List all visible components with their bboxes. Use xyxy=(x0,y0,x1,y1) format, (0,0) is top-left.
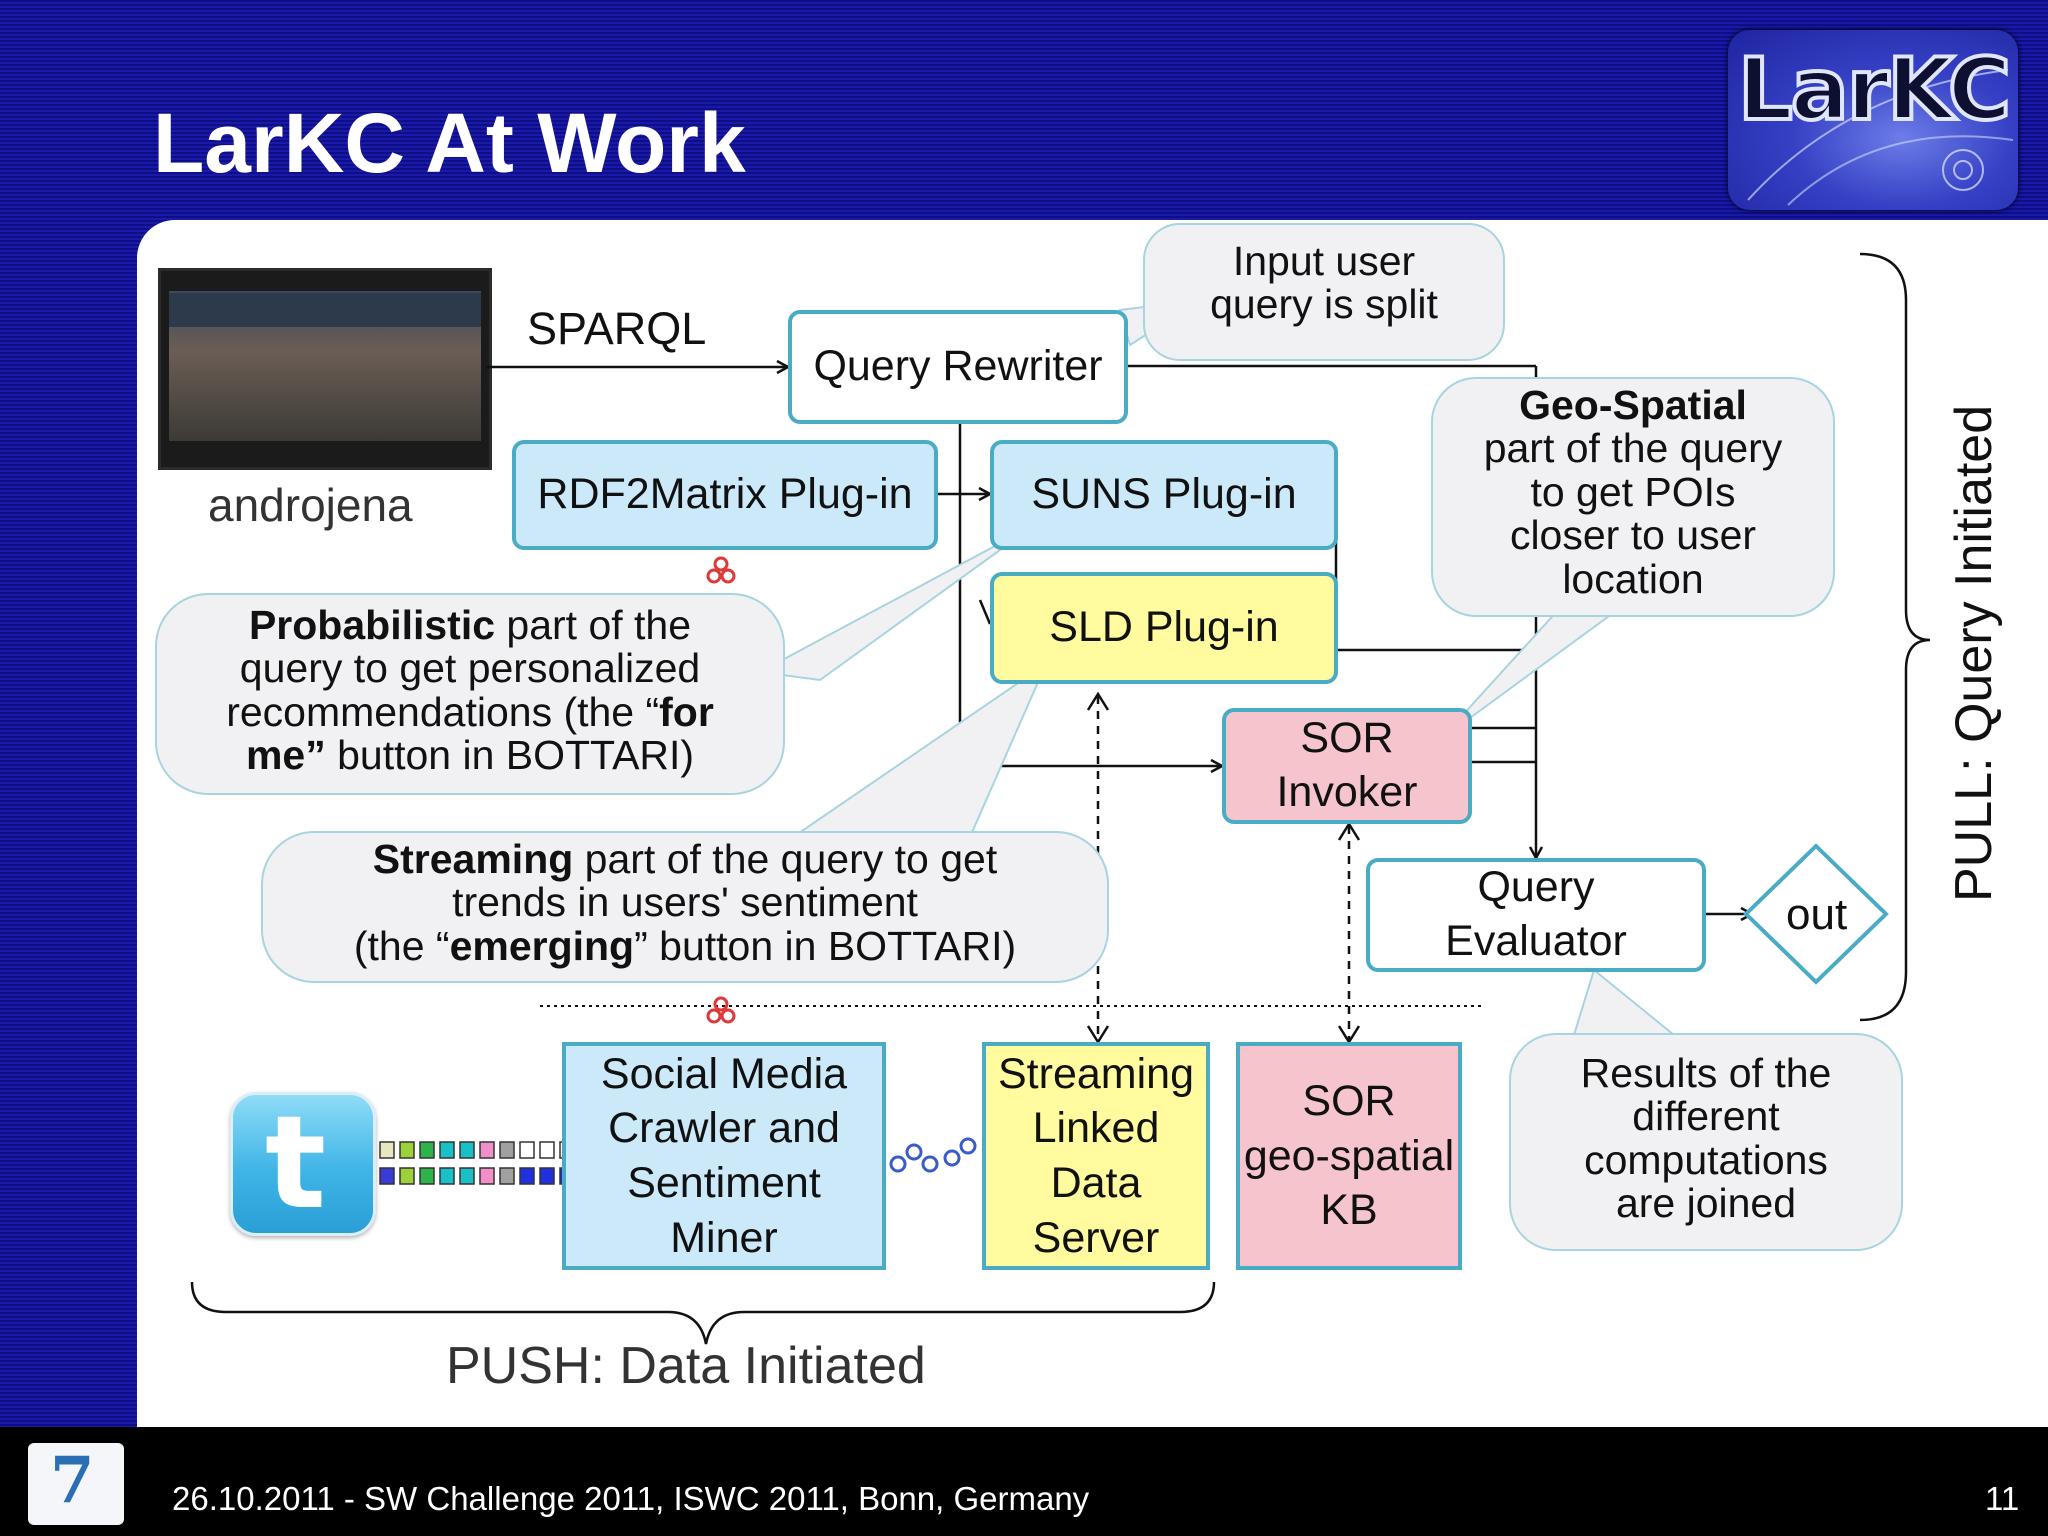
footer-bar xyxy=(0,1427,2048,1536)
sor-invoker-node: SOR Invoker xyxy=(1222,708,1472,824)
pull-query-initiated-label: PULL: Query Initiated xyxy=(1945,404,2003,902)
query-evaluator-node: Query Evaluator xyxy=(1366,858,1706,972)
stream-line-1-rest: part of the query to get xyxy=(573,836,998,882)
prob-for-bold: for xyxy=(659,688,714,735)
suns-plugin-node: SUNS Plug-in xyxy=(990,440,1338,550)
query-evaluator-line-2: Evaluator xyxy=(1445,917,1627,965)
prob-callout-body xyxy=(155,593,785,795)
geo-line-2: to get POIs xyxy=(1530,468,1736,515)
page-number: 11 xyxy=(1985,1480,2020,1517)
pull-brace xyxy=(1859,252,1931,1022)
geo-spatial-heading: Geo-Spatial xyxy=(1519,382,1747,428)
query-evaluator-line-1: Query xyxy=(1477,863,1595,912)
sld-dashed-arrowhead xyxy=(1086,691,1110,711)
sor-dashed-arrowhead-up xyxy=(1337,821,1361,841)
geo-line-3: closer to user xyxy=(1509,512,1757,559)
results-joined-callout: Results of the different computations ar… xyxy=(1510,1050,1902,1227)
fp7-logo: 7 xyxy=(28,1443,124,1525)
sor-kb-line-3: KB xyxy=(1320,1186,1378,1235)
to-sld-tick xyxy=(978,599,992,625)
rdf2matrix-plugin-node: RDF2Matrix Plug-in xyxy=(512,440,938,550)
push-data-initiated-label: PUSH: Data Initiated xyxy=(446,1337,926,1395)
androjena-phone-screenshot xyxy=(158,268,492,470)
input-split-line-1: Input user xyxy=(1232,238,1416,284)
crawler-line-2: Crawler and xyxy=(608,1104,840,1153)
prob-line-3-pre: recommendations (the “ xyxy=(226,688,660,735)
stream-chain-icons xyxy=(706,556,736,1024)
input-split-line-2: query is split xyxy=(1210,281,1438,328)
prob-line-4-rest: button in BOTTARI) xyxy=(325,732,695,779)
sld-plugin-node: SLD Plug-in xyxy=(990,572,1338,684)
stream-server-line-4: Server xyxy=(1032,1213,1160,1262)
twitter-icon: t xyxy=(230,1089,376,1238)
sor-kb-line-2: geo-spatial xyxy=(1243,1131,1455,1180)
results-callout-body xyxy=(1509,1033,1903,1251)
prob-callout-tail xyxy=(756,523,1037,682)
prob-heading: Probabilistic xyxy=(248,602,496,648)
results-line-3: computations xyxy=(1584,1136,1828,1183)
results-line-4: are joined xyxy=(1615,1180,1797,1227)
push-brace xyxy=(190,1281,1216,1345)
stream-callout-tail xyxy=(776,661,1049,847)
streaming-callout: Streaming part of the query to get trend… xyxy=(262,836,1108,969)
stream-line-3-pre: (the “ xyxy=(353,922,450,969)
streaming-linked-data-server-node: Streaming Linked Data Server xyxy=(982,1042,1210,1270)
crawler-line-4: Miner xyxy=(670,1213,778,1262)
logo-wordmark: LarKC xyxy=(1736,38,2013,142)
phone-toolbar xyxy=(169,293,481,327)
androjena-caption: androjena xyxy=(208,479,413,531)
probabilistic-callout: Probabilistic part of the query to get p… xyxy=(156,602,784,779)
stream-line-2: trends in users' sentiment xyxy=(452,879,918,926)
geo-callout-body xyxy=(1431,377,1835,617)
sparql-label: SPARQL xyxy=(527,303,707,354)
stream-server-line-2: Linked xyxy=(1032,1104,1160,1153)
logo-swirls xyxy=(1747,69,2014,206)
sor-invoker-line-2: Invoker xyxy=(1276,768,1418,816)
crawler-line-3: Sentiment xyxy=(627,1159,821,1207)
larkc-logo: LarKC xyxy=(1728,30,2018,210)
prob-line-2: query to get personalized xyxy=(239,645,701,692)
social-media-crawler-node: Social Media Crawler and Sentiment Miner xyxy=(562,1042,886,1270)
prob-line-1-rest: part of the xyxy=(495,602,692,648)
out-label: out xyxy=(1786,890,1848,939)
footer-caption: 26.10.2011 - SW Challenge 2011, ISWC 201… xyxy=(172,1480,1090,1517)
stream-server-line-3: Data xyxy=(1050,1159,1142,1207)
query-rewriter-node: Query Rewriter xyxy=(788,310,1128,424)
out-diamond xyxy=(1743,843,1889,985)
input-split-callout: Input user query is split xyxy=(1144,238,1504,328)
geo-line-1: part of the query xyxy=(1483,425,1783,472)
stream-heading: Streaming xyxy=(372,836,574,882)
results-line-2: different xyxy=(1632,1093,1780,1140)
geo-line-4: location xyxy=(1562,555,1704,602)
stream-emerging-bold: emerging xyxy=(449,922,635,969)
input-callout-body xyxy=(1143,223,1505,361)
fp7-seven: 7 xyxy=(50,1443,95,1518)
stream-line-3-rest: ” button in BOTTARI) xyxy=(634,922,1017,969)
crawler-line-1: Social Media xyxy=(600,1049,848,1098)
sor-kb-line-1: SOR xyxy=(1302,1077,1396,1126)
tweet-stream-blocks xyxy=(379,1141,575,1185)
stream-link-icons xyxy=(889,1137,977,1173)
slide-title: LarKC At Work xyxy=(153,96,746,190)
stream-server-line-1: Streaming xyxy=(998,1049,1194,1098)
geo-spatial-callout: Geo-Spatial part of the query to get POI… xyxy=(1432,382,1834,602)
sor-invoker-line-1: SOR xyxy=(1300,714,1394,763)
results-line-1: Results of the xyxy=(1580,1050,1832,1096)
twitter-t-glyph: t xyxy=(265,1089,327,1238)
stream-callout-body xyxy=(261,831,1109,983)
prob-me-bold: me” xyxy=(245,732,326,779)
sor-geospatial-kb-node: SOR geo-spatial KB xyxy=(1236,1042,1462,1270)
